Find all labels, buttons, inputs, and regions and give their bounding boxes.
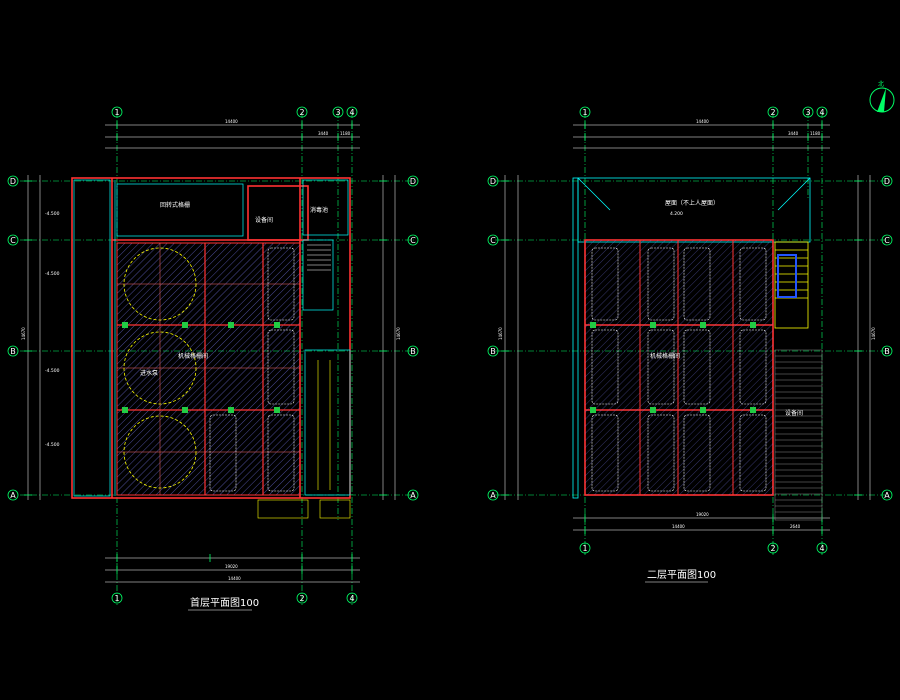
room-label-2: 机械格栅间 <box>178 352 208 360</box>
axis-4-bottom-r: 4 <box>819 544 824 553</box>
dim-top-1-r: 14400 <box>696 119 709 124</box>
axis-D-right: D <box>410 177 416 186</box>
room-label-r2: 设备间 <box>785 409 803 417</box>
axis-A-right-r: A <box>884 491 890 500</box>
dim-bottom-1-r: 14400 <box>672 524 685 529</box>
room-label-3: 消毒池 <box>310 206 328 214</box>
axis-A-right: A <box>410 491 416 500</box>
roof-elev: 4.200 <box>670 211 683 217</box>
svg-text:北: 北 <box>878 80 884 88</box>
axis-C-left-r: C <box>490 236 496 245</box>
dim-top-1: 14400 <box>225 119 238 124</box>
axis-D-right-r: D <box>884 177 890 186</box>
axis-D-left-r: D <box>490 177 496 186</box>
room-label-5: 进水泵 <box>140 369 158 377</box>
dim-side-2: 14670 <box>396 327 401 340</box>
elev-note-3: -4.500 <box>45 368 60 374</box>
axis-3-top: 3 <box>335 108 340 117</box>
axis-C-right-r: C <box>884 236 890 245</box>
dim-side-1-r: 14670 <box>498 327 503 340</box>
axis-1-top-r: 1 <box>582 108 587 117</box>
axis-2-top: 2 <box>299 108 304 117</box>
dim-side-1: 14670 <box>21 327 26 340</box>
axis-A-left: A <box>10 491 16 500</box>
axis-A-left-r: A <box>490 491 496 500</box>
axis-4-top: 4 <box>349 108 354 117</box>
axis-2-bottom-r: 2 <box>770 544 775 553</box>
axis-B-left-r: B <box>490 347 496 356</box>
axis-C-left: C <box>10 236 16 245</box>
room-label-1: 回转式格栅 <box>160 201 190 209</box>
dim-side-2-r: 14670 <box>871 327 876 340</box>
roof-note: 屋面（不上人屋面） <box>665 199 719 207</box>
elev-note-1: -4.500 <box>45 211 60 217</box>
axis-B-right-r: B <box>884 347 890 356</box>
dim-top-2: 3440 <box>318 131 329 136</box>
dim-bottom-2-r: 2640 <box>790 524 801 529</box>
dim-top-2-r: 3440 <box>788 131 799 136</box>
tank-area <box>116 242 301 496</box>
elev-note-2: -4.500 <box>45 271 60 277</box>
dim-bottom-3-r: 19020 <box>696 512 709 517</box>
axis-B-left: B <box>10 347 16 356</box>
axis-4-bottom: 4 <box>349 594 354 603</box>
drawing-title-2: 二层平面图100 <box>647 569 716 581</box>
room-label-4: 设备间 <box>255 216 273 224</box>
dim-bottom-1: 14400 <box>228 576 241 581</box>
dim-bottom-4: 19020 <box>225 564 238 569</box>
ground-floor-plan: 14400 3440 1180 14400 19020 14670 14670 … <box>7 106 419 611</box>
axis-1-top: 1 <box>114 108 119 117</box>
axis-1-bottom-r: 1 <box>582 544 587 553</box>
axis-D-left: D <box>10 177 16 186</box>
axis-2-bottom: 2 <box>299 594 304 603</box>
dim-top-3-r: 1180 <box>810 131 821 136</box>
axis-B-right: B <box>410 347 416 356</box>
north-arrow-icon: 北 <box>869 80 895 113</box>
axis-3-top-r: 3 <box>805 108 810 117</box>
drawing-title-1: 首层平面图100 <box>190 596 259 609</box>
second-floor-plan: 14400 3440 1180 14400 2640 19020 14670 1… <box>487 106 893 583</box>
axis-2-top-r: 2 <box>770 108 775 117</box>
room-label-r1: 机械格栅间 <box>650 352 680 360</box>
elev-note-4: -4.500 <box>45 442 60 448</box>
dim-top-3: 1180 <box>340 131 351 136</box>
axis-4-top-r: 4 <box>819 108 824 117</box>
axis-1-bottom: 1 <box>114 594 119 603</box>
axis-C-right: C <box>410 236 416 245</box>
